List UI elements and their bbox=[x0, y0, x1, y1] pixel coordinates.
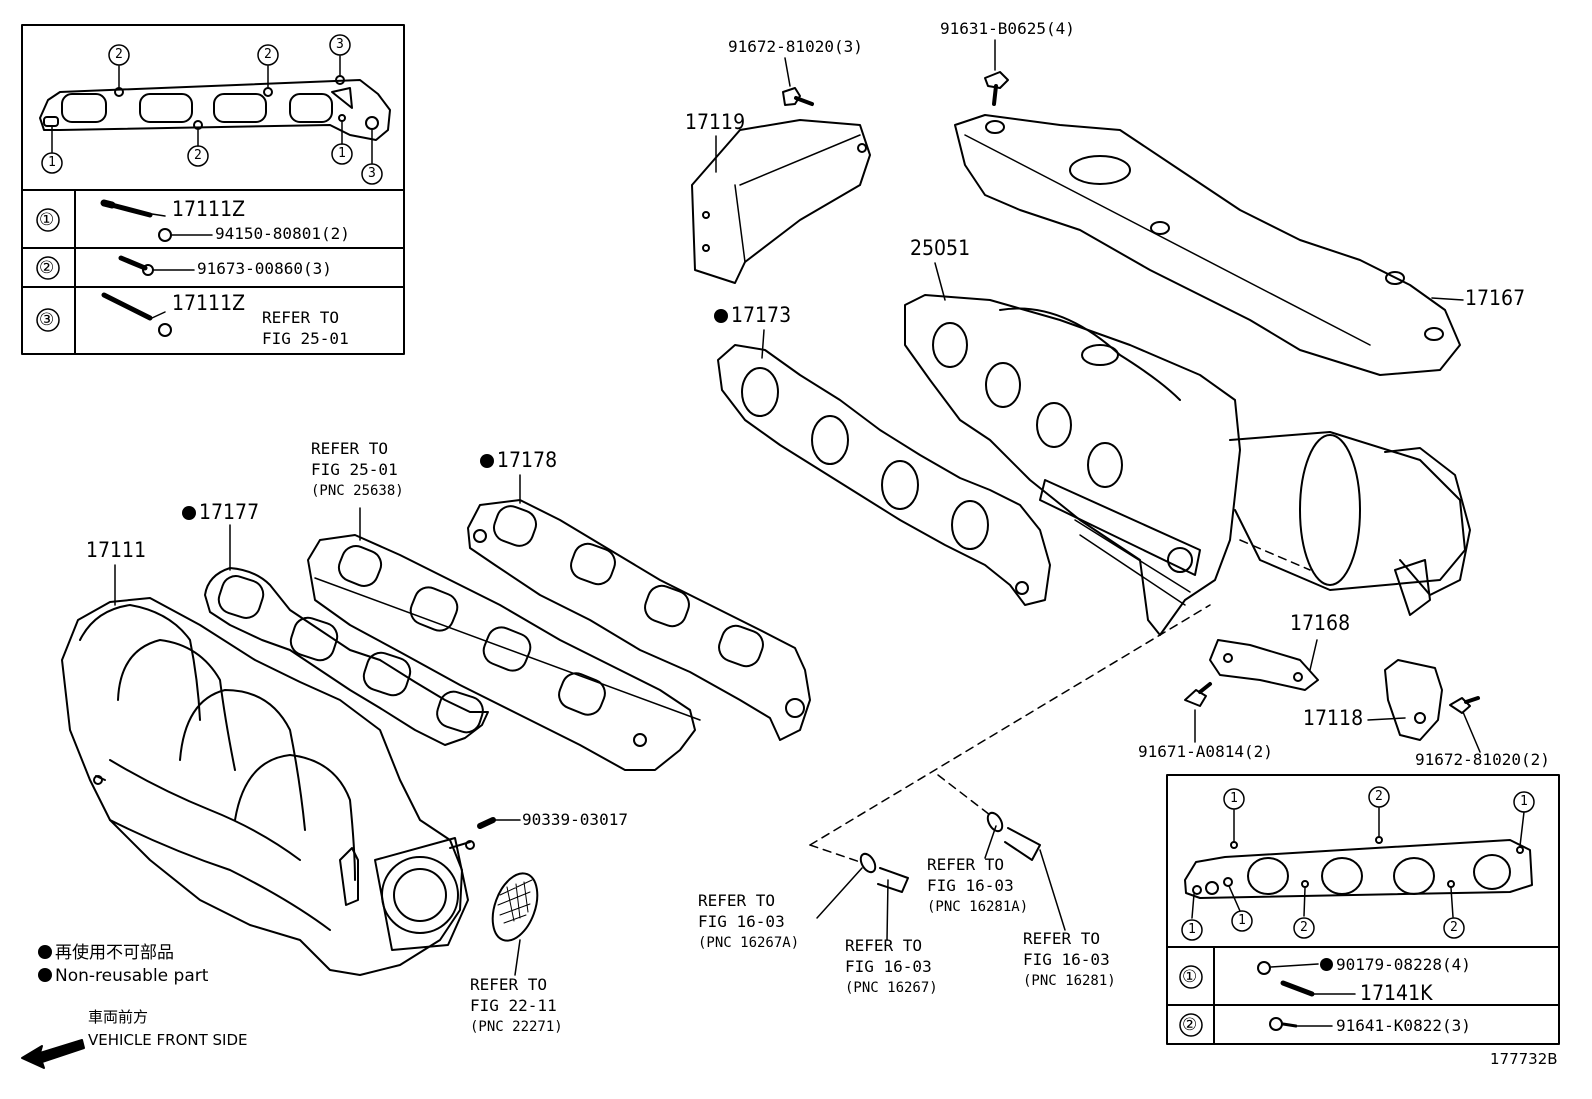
callout-17173: 17173 bbox=[714, 305, 791, 326]
ref-16267a-l2: FIG 16-03 bbox=[698, 912, 785, 931]
legend-part-17111z: 17111Z bbox=[172, 197, 246, 221]
legend-box-bottom-right bbox=[1166, 774, 1560, 1045]
gasket-17173-drawing bbox=[717, 344, 1051, 606]
exhaust-manifold-drawing bbox=[904, 294, 1471, 636]
gasket-17178-drawing bbox=[467, 499, 811, 741]
note-nonreusable-en-label: Non-reusable part bbox=[55, 966, 209, 986]
legend-refer-line2: FIG 25-01 bbox=[262, 329, 349, 348]
note-front-en: VEHICLE FRONT SIDE bbox=[88, 1031, 248, 1049]
marker-2: 2 bbox=[194, 148, 202, 163]
nonreusable-dot bbox=[1320, 958, 1333, 971]
marker-1: 1 bbox=[48, 155, 56, 170]
dashed-reference-lines bbox=[809, 539, 1311, 863]
marker-3: 3 bbox=[336, 37, 344, 52]
callout-17178: 17178 bbox=[480, 450, 557, 471]
ref-16281a-l1: REFER TO bbox=[927, 855, 1005, 874]
legend-br-key-1: ① bbox=[1182, 967, 1198, 987]
marker-2: 2 bbox=[115, 47, 123, 62]
legend-br-part-90179: 90179-08228(4) bbox=[1320, 957, 1471, 973]
legend-key-1: ① bbox=[39, 210, 55, 230]
ref-22271-l2: FIG 22-11 bbox=[470, 996, 557, 1015]
callout-91672-b: 91672-81020(2) bbox=[1415, 750, 1550, 769]
callout-90339: 90339-03017 bbox=[522, 810, 628, 829]
nonreusable-dot bbox=[182, 506, 196, 520]
ref-16267a-l3: (PNC 16267A) bbox=[698, 935, 800, 951]
ref-25638-l2: FIG 25-01 bbox=[311, 460, 398, 479]
bracket-17118-drawing bbox=[1384, 659, 1443, 741]
callout-17119: 17119 bbox=[685, 110, 746, 134]
legend-br-part-17141k: 17141K bbox=[1360, 981, 1433, 1005]
marker-2: 2 bbox=[1450, 920, 1458, 935]
legend-part-94150: 94150-80801(2) bbox=[215, 224, 350, 243]
heat-insulator-17119-drawing bbox=[691, 119, 871, 284]
callout-25051: 25051 bbox=[910, 236, 971, 260]
nonreusable-dot bbox=[38, 945, 52, 959]
nonreusable-dot bbox=[38, 968, 52, 982]
marker-2: 2 bbox=[1375, 789, 1383, 804]
marker-1: 1 bbox=[1238, 913, 1246, 928]
figure-id: 177732B bbox=[1490, 1050, 1558, 1068]
intake-manifold-drawing bbox=[61, 597, 475, 976]
callout-17168: 17168 bbox=[1290, 611, 1351, 635]
callout-17118: 17118 bbox=[1303, 706, 1364, 730]
small-bolts bbox=[477, 71, 1480, 829]
marker-1: 1 bbox=[1188, 922, 1196, 937]
callout-17111: 17111 bbox=[86, 538, 147, 562]
heat-insulator-17167-drawing bbox=[954, 114, 1461, 376]
intake-insulator-drawing bbox=[307, 534, 701, 771]
ref-16281-l2: FIG 16-03 bbox=[1023, 950, 1110, 969]
note-front-jp: 車両前方 bbox=[88, 1008, 149, 1026]
callout-91671: 91671-A0814(2) bbox=[1138, 742, 1273, 761]
ref-16281a-l2: FIG 16-03 bbox=[927, 876, 1014, 895]
legend-key-3: ③ bbox=[39, 310, 55, 330]
leader-lines bbox=[114, 39, 1481, 976]
legend-part-91673: 91673-00860(3) bbox=[197, 259, 332, 278]
ref-16267a-l1: REFER TO bbox=[698, 891, 776, 910]
marker-1: 1 bbox=[1230, 791, 1238, 806]
legend-br-key-2: ② bbox=[1182, 1015, 1198, 1035]
legend-part-17111z-b: 17111Z bbox=[172, 291, 246, 315]
legend-br-part-91641: 91641-K0822(3) bbox=[1336, 1016, 1471, 1035]
ref-16267-l3: (PNC 16267) bbox=[845, 980, 938, 996]
callout-17177: 17177 bbox=[182, 502, 259, 523]
marker-3: 3 bbox=[368, 166, 376, 181]
bracket-17168-drawing bbox=[1209, 639, 1319, 691]
callout-17167: 17167 bbox=[1465, 286, 1526, 310]
legend-refer-line1: REFER TO bbox=[262, 308, 340, 327]
note-nonreusable-jp-label: 再使用不可部品 bbox=[55, 943, 174, 963]
note-nonreusable-jp: 再使用不可部品 bbox=[38, 945, 174, 962]
ref-16267-l2: FIG 16-03 bbox=[845, 957, 932, 976]
legend-br-part-90179-label: 90179-08228(4) bbox=[1336, 955, 1471, 974]
ref-25638-l3: (PNC 25638) bbox=[311, 483, 404, 499]
nonreusable-dot bbox=[480, 454, 494, 468]
ref-16281-l3: (PNC 16281) bbox=[1023, 973, 1116, 989]
hose-clamps-drawing bbox=[859, 811, 1041, 893]
front-arrow bbox=[21, 1039, 85, 1069]
ref-16267-l1: REFER TO bbox=[845, 936, 923, 955]
legend-box-top-left bbox=[21, 24, 405, 355]
marker-1: 1 bbox=[1520, 794, 1528, 809]
marker-1: 1 bbox=[338, 146, 346, 161]
callout-91631: 91631-B0625(4) bbox=[940, 19, 1075, 38]
callout-17178-label: 17178 bbox=[497, 448, 558, 472]
filter-screen-drawing bbox=[491, 872, 539, 942]
note-nonreusable-en: Non-reusable part bbox=[38, 968, 208, 985]
ref-16281a-l3: (PNC 16281A) bbox=[927, 899, 1029, 915]
callout-17177-label: 17177 bbox=[199, 500, 260, 524]
marker-2: 2 bbox=[1300, 920, 1308, 935]
callout-91672-a: 91672-81020(3) bbox=[728, 37, 863, 56]
ref-22271-l1: REFER TO bbox=[470, 975, 548, 994]
nonreusable-dot bbox=[714, 309, 728, 323]
callout-17173-label: 17173 bbox=[731, 303, 792, 327]
marker-2: 2 bbox=[264, 47, 272, 62]
gasket-17177-drawing bbox=[204, 567, 489, 746]
ref-22271-l3: (PNC 22271) bbox=[470, 1019, 563, 1035]
legend-key-2: ② bbox=[39, 258, 55, 278]
ref-25638-l1: REFER TO bbox=[311, 439, 389, 458]
ref-16281-l1: REFER TO bbox=[1023, 929, 1101, 948]
